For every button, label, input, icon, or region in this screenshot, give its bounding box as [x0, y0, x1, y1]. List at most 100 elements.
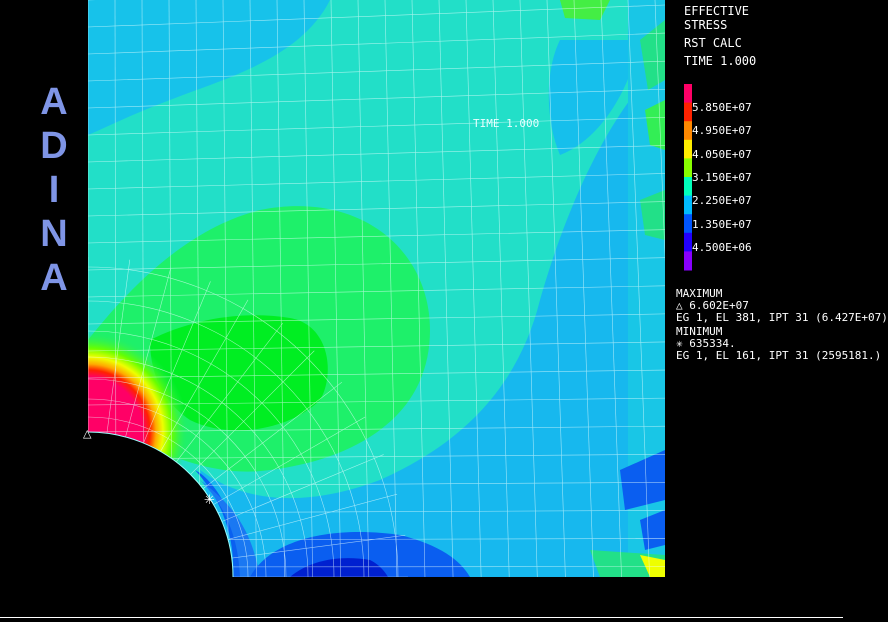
adina-logo: A D I N A — [36, 80, 72, 300]
mesh-line — [88, 313, 665, 325]
logo-letter: N — [40, 213, 68, 255]
mesh-line — [303, 0, 313, 577]
mesh-line — [88, 201, 665, 217]
mesh-line — [88, 4, 665, 28]
hole-boundary — [87, 431, 234, 578]
mesh-line — [654, 0, 665, 577]
mesh-line — [438, 0, 454, 577]
legend-title-line: EFFECTIVE — [684, 4, 750, 18]
region-bright-green — [150, 315, 328, 431]
mesh-line — [195, 0, 201, 577]
mesh-line — [249, 0, 257, 577]
mesh-line — [88, 88, 665, 109]
extrema-panel: MAXIMUM △ 6.602E+07 EG 1, EL 381, IPT 31… — [676, 287, 888, 362]
mesh-line — [330, 0, 342, 577]
mesh-line — [88, 145, 665, 163]
edge-patch — [640, 20, 665, 90]
edge-patch — [640, 555, 665, 577]
minimum-marker-icon: ✳ — [204, 493, 215, 508]
mesh-line — [88, 369, 665, 379]
region-min-blue2 — [200, 480, 260, 577]
legend-tick-label: 4.050E+07 — [692, 148, 752, 161]
legend-color-segment — [684, 158, 692, 178]
edge-patch — [640, 510, 665, 550]
maximum-label: MAXIMUM — [676, 287, 723, 300]
mesh-line — [88, 257, 665, 271]
legend-color-segment — [684, 102, 692, 122]
mesh-line — [465, 0, 482, 577]
region-top-left — [88, 0, 330, 135]
edge-patch — [640, 190, 665, 240]
mesh-line — [546, 0, 566, 577]
mesh-line — [88, 453, 665, 460]
legend-color-segment — [684, 121, 692, 141]
legend-tick-label: 3.150E+07 — [692, 171, 752, 184]
mesh-line — [88, 117, 665, 136]
mesh-line — [190, 350, 315, 475]
mesh-line — [600, 0, 622, 577]
mesh-line — [202, 381, 343, 489]
legend-color-bar — [684, 84, 692, 271]
legend-title-line: RST CALC — [684, 36, 742, 50]
maximum-location: EG 1, EL 381, IPT 31 (6.427E+07) — [676, 311, 888, 324]
mesh-line — [213, 416, 366, 505]
mesh-arc — [88, 416, 249, 577]
region-right-band — [200, 60, 665, 577]
edge-patch — [560, 0, 610, 20]
maximum-marker-icon: △ — [83, 427, 92, 440]
mesh-line — [88, 341, 665, 352]
plot-time-annotation: TIME 1.000 — [473, 117, 539, 130]
mesh-line — [492, 0, 510, 577]
mesh-line — [125, 267, 172, 438]
mesh-line — [88, 425, 665, 433]
legend-tick-label: 4.950E+07 — [692, 124, 752, 137]
region-min-blue — [195, 470, 245, 577]
legend-color-segment — [684, 195, 692, 215]
mesh-arc — [88, 300, 365, 577]
legend-title-line: STRESS — [684, 18, 728, 32]
logo-letter: A — [40, 257, 68, 299]
mesh-line — [88, 60, 665, 82]
edge-patch — [620, 450, 665, 510]
bottom-divider — [0, 617, 843, 618]
mesh-line — [627, 0, 650, 577]
mesh-line — [384, 0, 398, 577]
minimum-label: MINIMUM — [676, 325, 723, 338]
mesh-line — [357, 0, 370, 577]
contour-field — [88, 0, 665, 577]
mesh-line — [176, 322, 284, 463]
legend-title-line: TIME 1.000 — [684, 54, 757, 68]
legend-tick-label: 1.350E+07 — [692, 218, 752, 231]
mesh-line — [227, 493, 398, 540]
mesh-line — [106, 259, 131, 434]
maximum-value: △ 6.602E+07 — [676, 299, 749, 312]
mesh-line — [221, 454, 384, 522]
legend-tick-label: 2.250E+07 — [692, 194, 752, 207]
logo-letter: A — [40, 81, 68, 123]
mesh-line — [231, 534, 406, 559]
legend-color-segment — [684, 232, 692, 252]
mesh-line — [88, 173, 665, 190]
stress-contour-viewport[interactable]: △ ✳ TIME 1.000 — [0, 0, 843, 622]
mesh-line — [143, 281, 211, 444]
region-bottom-blue — [250, 531, 470, 577]
mesh-line — [573, 0, 594, 577]
mesh-line — [160, 299, 249, 452]
mesh-line — [88, 285, 665, 298]
legend-tick-label: 4.500E+06 — [692, 241, 752, 254]
legend-color-segment — [684, 139, 692, 159]
edge-patch — [645, 100, 665, 150]
mesh-arc — [88, 356, 309, 577]
logo-letter: I — [48, 169, 60, 211]
mesh-line — [88, 229, 665, 244]
legend-color-segment — [684, 214, 692, 234]
legend-header: EFFECTIVE STRESS RST CALC TIME 1.000 — [684, 4, 756, 68]
mesh-arc — [88, 378, 287, 577]
mesh-line — [411, 0, 426, 577]
legend-tick-label: 5.850E+07 — [692, 101, 752, 114]
logo-letter: D — [40, 125, 68, 167]
mesh-line — [88, 32, 665, 55]
region-upper-right — [548, 40, 640, 155]
mesh-arc — [88, 266, 399, 577]
mesh-line — [222, 0, 229, 577]
